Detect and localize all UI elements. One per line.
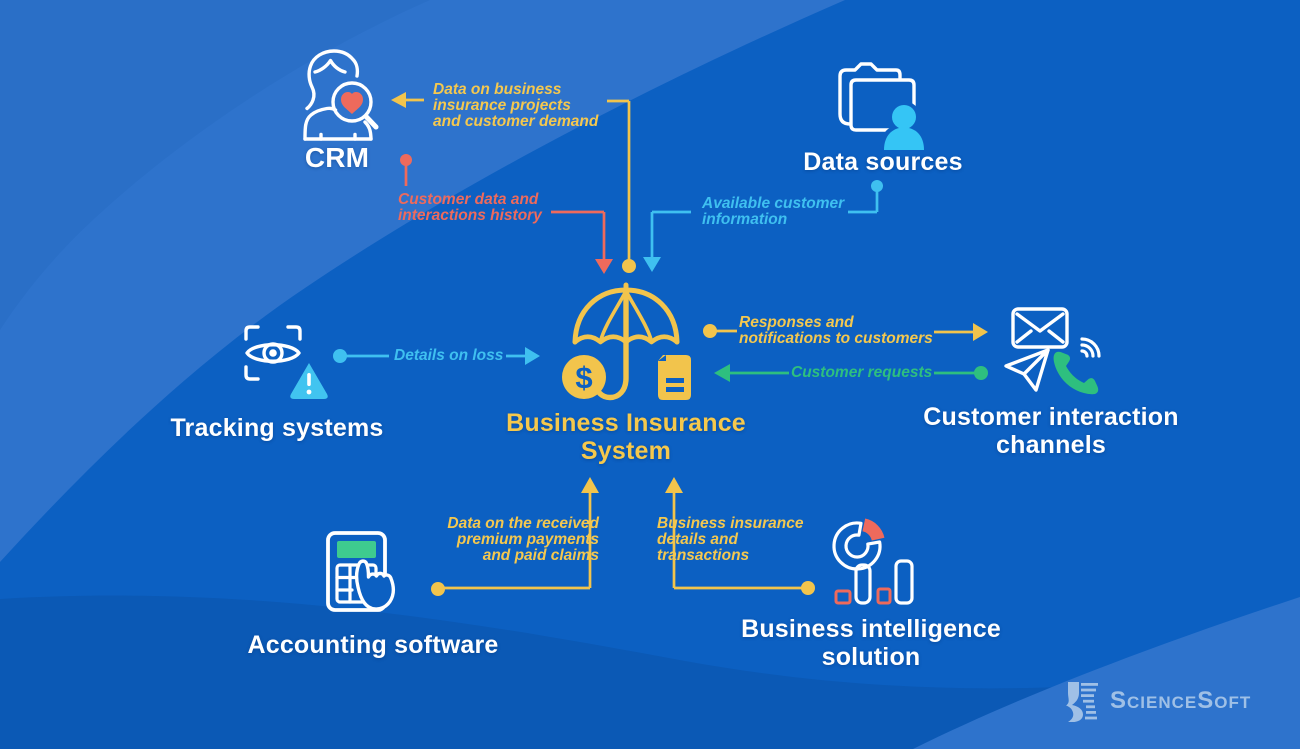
donut-slice [862,518,885,541]
phone-icon [1051,349,1101,396]
system-title-line2: System [580,437,672,465]
user-icon [879,101,929,153]
label-data-on-business: Data on business insurance projects and … [433,81,599,130]
connector-system-to-crm [391,92,636,273]
tracking-systems-icon [244,325,332,403]
connector-bi-to-system [665,477,815,595]
dollar-coin-icon: $ [562,355,606,399]
crm-icon [303,49,379,141]
envelope-icon [1011,307,1069,349]
accounting-software-icon [326,531,396,612]
warning-triangle-icon [286,359,332,403]
interaction-channels-label-line1: Customer interaction [923,403,1179,431]
pointing-hand-icon [354,559,396,611]
connector-system-to-channels [703,323,988,341]
crm-label: CRM [304,142,370,173]
business-intelligence-label: Business intelligence solution [721,615,1021,671]
system-title-line1: Business Insurance [506,409,746,437]
donut-chart-icon [832,521,882,571]
heart-icon [341,92,363,114]
interaction-channels-label: Customer interaction channels [921,403,1181,459]
svg-text:$: $ [575,360,592,395]
label-premium-payments: Data on the received premium payments an… [447,515,599,564]
label-customer-requests: Customer requests [791,364,933,381]
business-intelligence-icon [832,518,914,605]
eye-pupil [269,349,277,357]
sciencesoft-logo-icon [1066,682,1098,722]
calculator-screen [337,541,376,558]
umbrella-insurance-icon: $ [562,282,691,401]
tracking-systems-label: Tracking systems [170,414,384,442]
connector-accounting-to-system [431,477,599,596]
connector-tracking-to-system [333,347,540,365]
label-responses-notifications: Responses and notifications to customers [739,314,933,347]
label-customer-data: Customer data and interactions history [398,191,542,224]
business-intelligence-label-line2: solution [821,643,921,671]
interaction-channels-icon [1004,307,1101,396]
paper-plane-icon [1004,348,1050,392]
connector-datasources-to-system [643,180,883,272]
data-sources-icon [838,62,929,153]
business-intelligence-label-line1: Business intelligence [741,615,1001,643]
label-details-on-loss: Details on loss [394,347,504,364]
signal-waves-icon [1080,337,1101,358]
connector-crm-to-system [400,154,613,274]
policy-document-icon [658,355,691,400]
bar-chart-icon [834,559,914,605]
accounting-software-label: Accounting software [247,631,499,659]
label-bi-details-transactions: Business insurance details and transacti… [657,515,804,564]
data-sources-label: Data sources [803,148,963,176]
interaction-channels-label-line2: channels [996,431,1106,459]
sciencesoft-logo-text: ScienceSoft [1110,687,1252,714]
sciencesoft-logo: ScienceSoft [1062,680,1251,722]
label-available-customer-info: Available customer information [702,195,845,228]
connector-channels-to-system [714,364,988,382]
system-title: Business Insurance System [476,409,776,465]
